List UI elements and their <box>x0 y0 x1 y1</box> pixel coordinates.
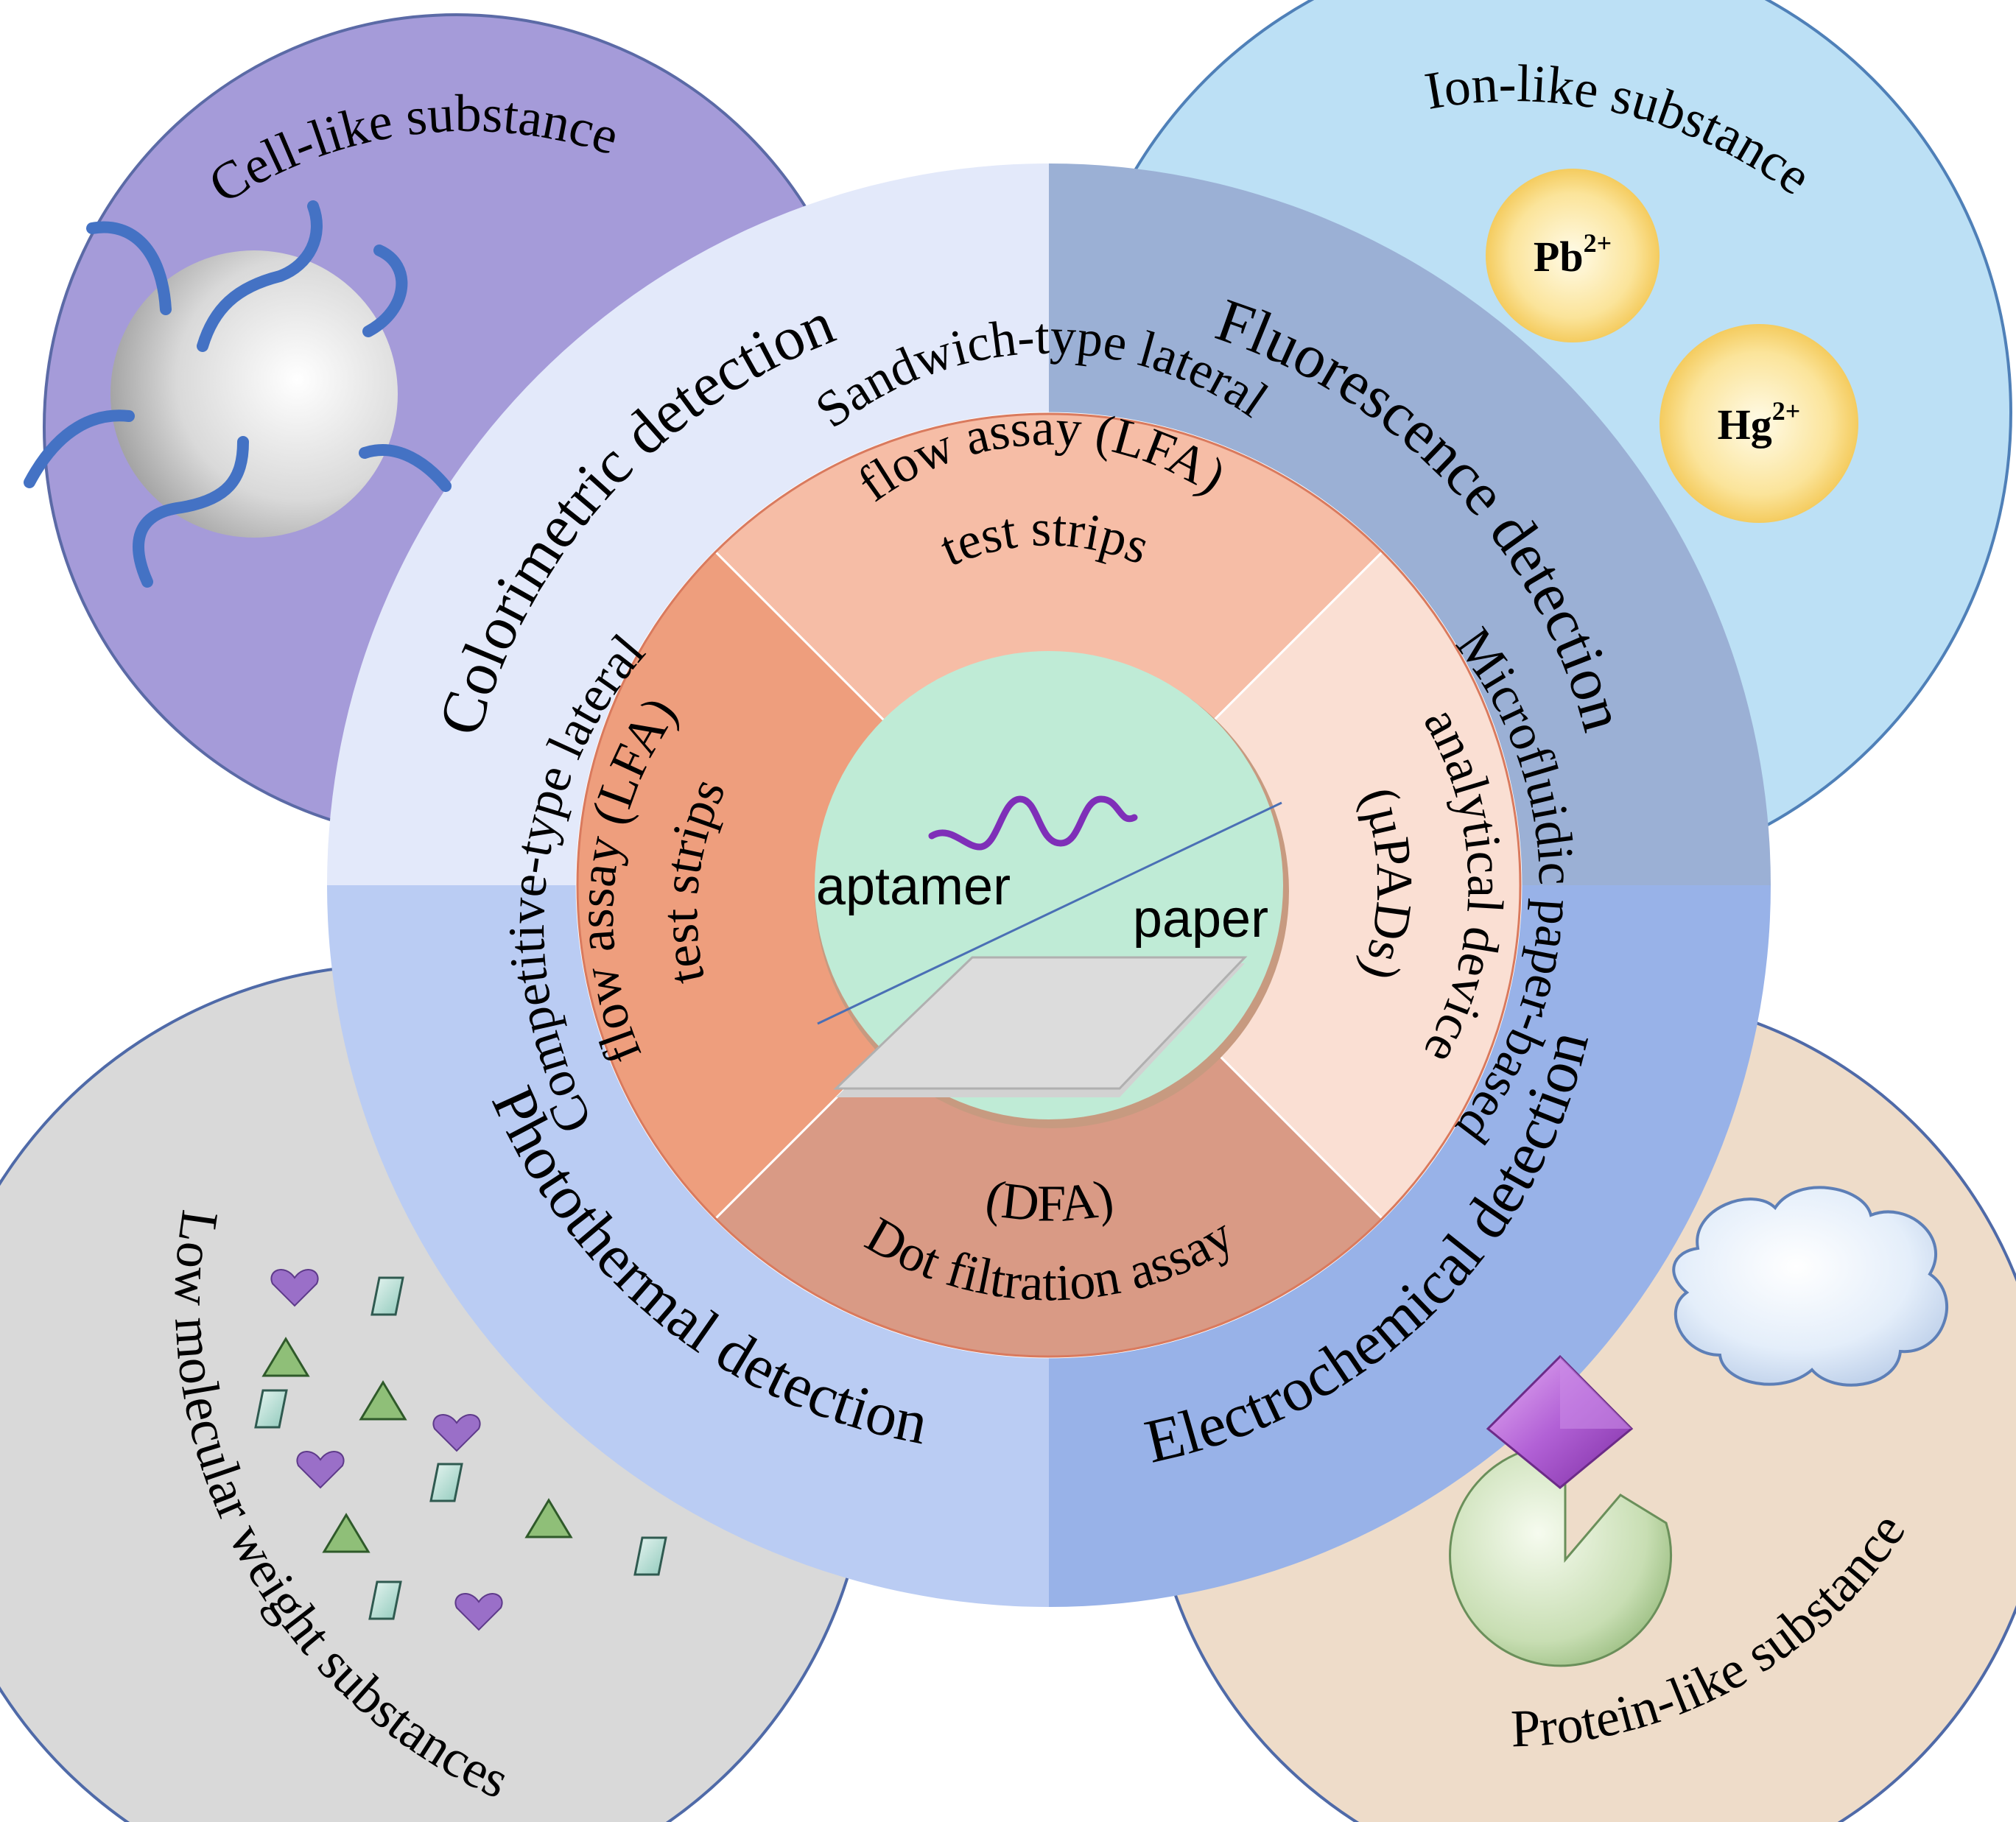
protein-icon <box>1449 1186 1948 1667</box>
dot-label-line-2: (DFA) <box>981 1169 1119 1233</box>
aptamer-label: aptamer <box>816 857 1011 916</box>
ion-pb-label: Pb2+ <box>1534 228 1612 281</box>
aptamer-strand <box>928 795 1138 851</box>
ion-hg-label: Hg2+ <box>1718 396 1801 449</box>
ion-hg-icon: Hg2+ <box>1659 324 1858 523</box>
cell-particle-icon <box>24 200 452 588</box>
center-divider <box>817 801 1282 1025</box>
paper-label: paper <box>1133 890 1268 949</box>
small-molecule-icons <box>254 1269 667 1631</box>
ion-pb-icon: Pb2+ <box>1486 169 1659 342</box>
paper-sheet-icon <box>833 956 1248 1097</box>
